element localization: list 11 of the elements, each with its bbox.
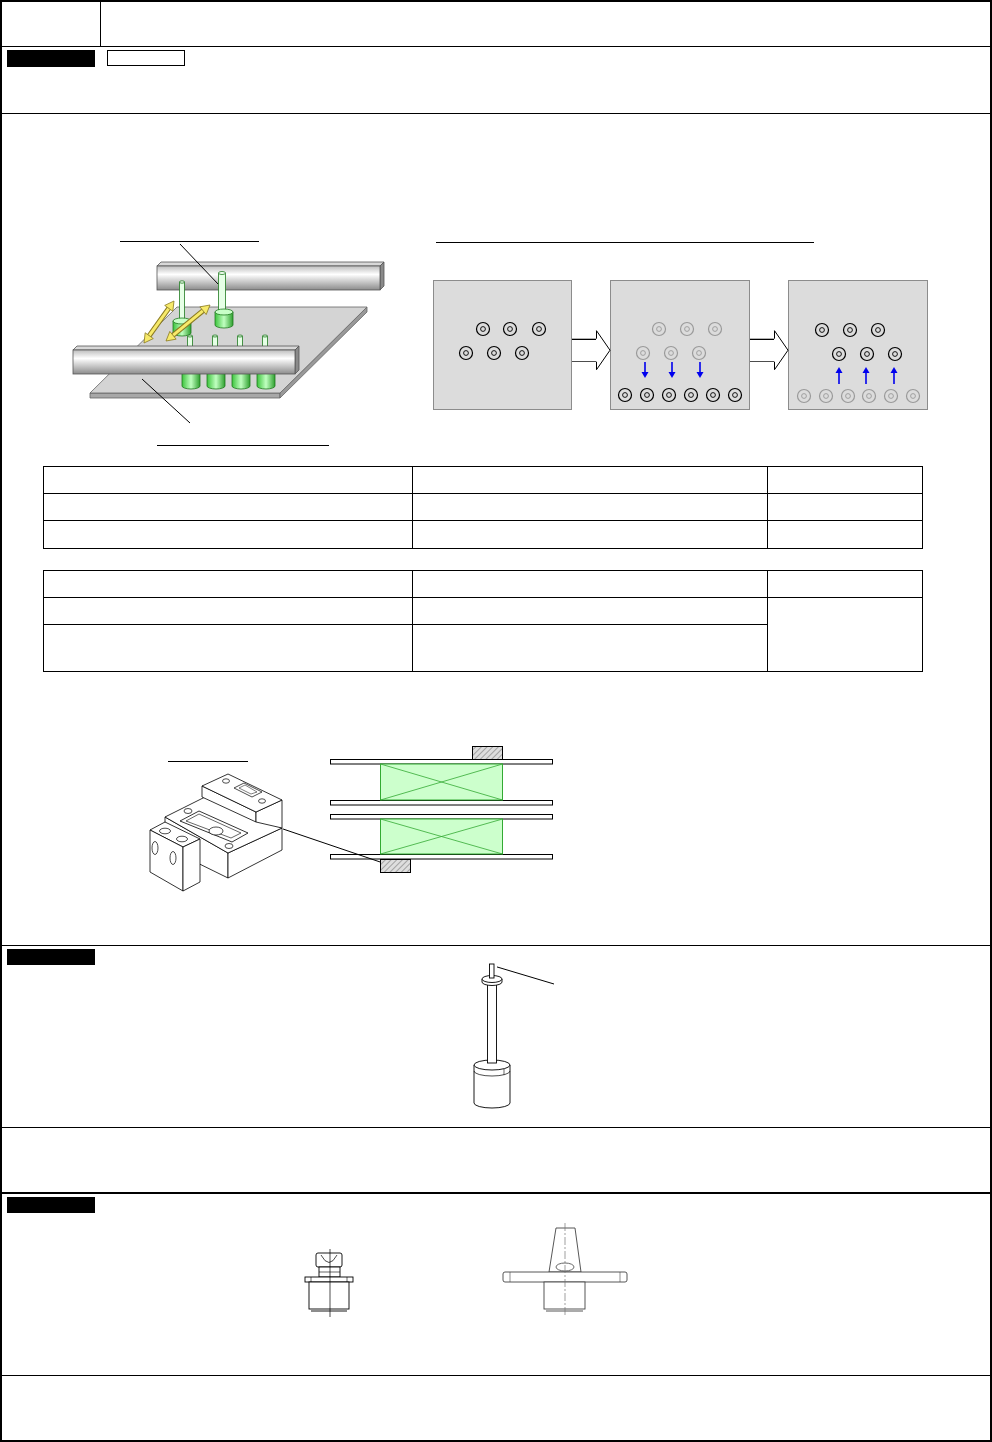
leader-line bbox=[141, 378, 191, 424]
hole-layout-panel bbox=[788, 280, 928, 410]
hole-layout-panel bbox=[433, 280, 572, 410]
guide-pin-drawing bbox=[214, 270, 234, 330]
pin-drawing bbox=[472, 962, 512, 1112]
leader-line bbox=[179, 243, 219, 285]
label-box bbox=[107, 50, 185, 66]
hole-layout-panel bbox=[610, 280, 750, 410]
leader-line bbox=[496, 966, 555, 985]
jig-block-drawing bbox=[148, 772, 284, 892]
leader-line bbox=[282, 828, 381, 863]
